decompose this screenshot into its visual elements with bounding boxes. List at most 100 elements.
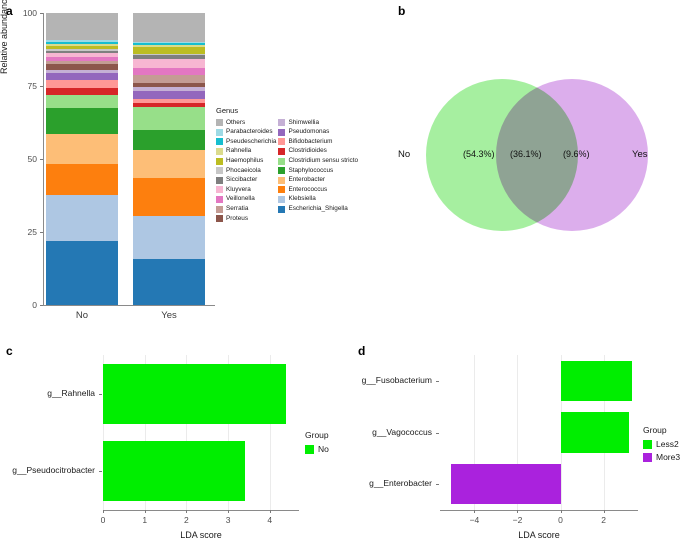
panel-a-legend-item[interactable]: Veillonella xyxy=(216,195,276,205)
panel-a-bar-segment xyxy=(133,42,205,44)
panel-a-bar-segment xyxy=(46,72,118,80)
panel-a-legend-item[interactable]: Others xyxy=(216,118,276,128)
panel-a-bar-segment xyxy=(133,177,205,217)
lda-legend-item[interactable]: Less2 xyxy=(643,439,679,449)
panel-a-bar-segment xyxy=(46,87,118,96)
panel-a-bar-segment xyxy=(133,150,205,178)
gridline xyxy=(186,355,188,510)
panel-a-legend-item[interactable]: Enterococcus xyxy=(278,185,358,195)
venn-label-yes: Yes xyxy=(632,149,648,160)
legend-swatch-icon xyxy=(278,148,286,156)
panel-a-bar-segment xyxy=(133,13,205,43)
panel-a-legend-item[interactable]: Pseudescherichia xyxy=(216,137,276,147)
panel-a-bar-segment xyxy=(46,69,118,73)
panel-a-legend-item[interactable]: Shimwellia xyxy=(278,118,358,128)
panel-a-y-tick-label: 75 xyxy=(27,81,37,91)
panel-a-legend-label: Clostridioides xyxy=(288,147,327,155)
lda-x-tick-mark xyxy=(474,510,476,513)
panel-a-bar-segment xyxy=(46,108,118,135)
panel-a-bar-segment xyxy=(46,60,118,64)
panel-a-x-tick-label: Yes xyxy=(161,310,177,321)
panel-a-x-tick-label: No xyxy=(75,310,89,321)
panel-a-legend-item[interactable]: Kluyvera xyxy=(216,185,276,195)
panel-a-bar-segment xyxy=(133,98,205,104)
panel-a-y-axis-line xyxy=(43,13,44,305)
panel-a-legend-item[interactable]: Clostridioides xyxy=(278,147,358,157)
lda-x-tick-label: −2 xyxy=(512,515,523,525)
panel-a-letter: a xyxy=(6,4,13,18)
gridline xyxy=(269,355,271,510)
legend-swatch-icon xyxy=(643,439,652,449)
lda-legend-item[interactable]: More3 xyxy=(643,452,680,462)
legend-swatch-icon xyxy=(643,452,652,462)
lda-x-tick-label: 0 xyxy=(558,515,563,525)
panel-a-bar-segment xyxy=(133,46,205,54)
lda-x-axis-line xyxy=(103,510,299,511)
legend-swatch-icon xyxy=(216,119,223,127)
panel-a-legend-item[interactable]: Escherichia_Shigella xyxy=(278,204,358,214)
panel-a-legend-item[interactable]: Siccibacter xyxy=(216,176,276,186)
panel-a-legend-label: Enterococcus xyxy=(288,185,328,193)
panel-a-legend-label: Shimwellia xyxy=(288,118,319,126)
venn-intersection-value: (36.1%) xyxy=(510,149,542,159)
panel-a-bar-segment xyxy=(46,53,118,57)
panel-a-legend-label: Serratia xyxy=(226,204,249,212)
venn-right-only-value: (9.6%) xyxy=(563,149,590,159)
panel-a-legend-item[interactable]: Phocaeicola xyxy=(216,166,276,176)
panel-a-legend-item[interactable]: Enterobacter xyxy=(278,176,358,186)
panel-a-legend-item[interactable]: Haemophilus xyxy=(216,156,276,166)
lda-x-tick-label: 0 xyxy=(100,515,106,525)
panel-a-y-tick-mark xyxy=(40,86,43,87)
lda-x-tick-mark xyxy=(186,510,188,513)
panel-a-y-tick-label: 100 xyxy=(22,8,37,18)
legend-swatch-icon xyxy=(278,157,286,165)
panel-a-legend-label: Proteus xyxy=(226,214,249,222)
legend-swatch-icon xyxy=(216,176,223,184)
panel-a-legend-item[interactable]: Bifidobacterium xyxy=(278,137,358,147)
panel-a-legend-item[interactable]: Staphylococcus xyxy=(278,166,358,176)
lda-x-axis-label: LDA score xyxy=(518,530,560,540)
panel-a-legend-item[interactable]: Pseudomonas xyxy=(278,128,358,138)
lda-bar xyxy=(103,441,245,502)
venn-label-no: No xyxy=(398,149,411,160)
lda-x-tick-mark xyxy=(228,510,230,513)
panel-a-y-tick-label: 50 xyxy=(27,154,37,164)
lda-x-tick-mark xyxy=(269,510,271,513)
panel-a-bar-segment xyxy=(133,216,205,259)
panel-a-bar-segment xyxy=(133,59,205,69)
lda-bar xyxy=(103,363,287,424)
panel-a-legend-label: Veillonella xyxy=(226,195,255,203)
legend-swatch-icon xyxy=(216,215,223,223)
gridline xyxy=(103,355,104,510)
panel-a-legend-item[interactable]: Serratia xyxy=(216,204,276,214)
legend-swatch-icon xyxy=(278,167,286,175)
panel-a-y-tick-mark xyxy=(40,159,43,160)
panel-a-legend-label: Phocaeicola xyxy=(226,166,261,174)
gridline xyxy=(474,355,476,510)
legend-swatch-icon xyxy=(216,148,223,156)
panel-a-legend-label: Others xyxy=(226,118,246,126)
panel-a-legend-title: Genus xyxy=(216,106,239,115)
panel-a-legend-label: Clostridium sensu stricto xyxy=(288,156,359,164)
panel-a-bar-segment xyxy=(133,55,205,60)
lda-legend-item[interactable]: No xyxy=(305,444,329,454)
lda-x-tick-label: 1 xyxy=(142,515,148,525)
panel-a-legend-item[interactable]: Klebsiella xyxy=(278,195,358,205)
lda-legend-title: Group xyxy=(643,425,667,435)
gridline xyxy=(517,355,519,510)
lda-x-tick-mark xyxy=(603,510,605,513)
panel-a-legend-label: Staphylococcus xyxy=(288,166,334,174)
legend-swatch-icon xyxy=(216,186,223,194)
panel-a-legend-item[interactable]: Rahnella xyxy=(216,147,276,157)
lda-x-tick-label: 2 xyxy=(601,515,606,525)
panel-a-legend-label: Haemophilus xyxy=(226,156,264,164)
panel-a-legend-item[interactable]: Parabacteroides xyxy=(216,128,276,138)
panel-a-bar-segment xyxy=(46,79,118,88)
panel-a-legend-item[interactable]: Proteus xyxy=(216,214,276,224)
panel-a-legend-item[interactable]: Clostridium sensu stricto xyxy=(278,156,358,166)
gridline xyxy=(144,355,146,510)
panel-a-legend-label: Escherichia_Shigella xyxy=(288,204,348,212)
